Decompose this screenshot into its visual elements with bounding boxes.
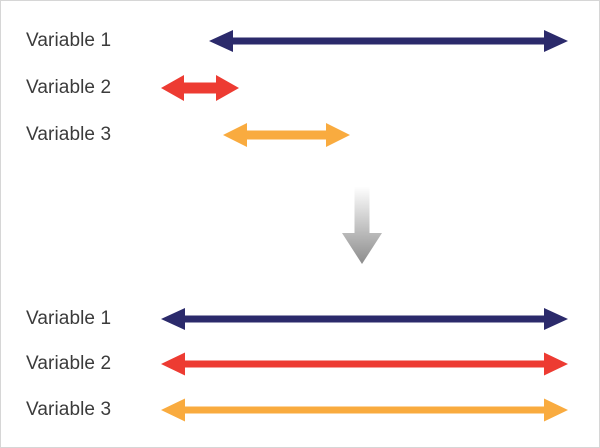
range-arrow-navy <box>161 308 568 330</box>
variable-label: Variable 3 <box>26 399 111 420</box>
variable-label: Variable 1 <box>26 30 111 51</box>
variable-label: Variable 2 <box>26 353 111 374</box>
variable-label: Variable 1 <box>26 308 111 329</box>
range-arrow-orange <box>223 123 350 147</box>
range-arrow-red <box>161 352 568 376</box>
range-arrow-navy <box>209 30 568 52</box>
group-before-transformation: Variable 1 Variable 2 Variable 3 <box>26 30 568 147</box>
range-arrow-red <box>161 75 239 101</box>
range-arrow-orange <box>161 398 568 422</box>
group-after-transformation: Variable 1 Variable 2 Variable 3 <box>26 308 568 422</box>
down-arrow-icon <box>342 187 382 264</box>
variable-label: Variable 3 <box>26 124 111 145</box>
variable-label: Variable 2 <box>26 77 111 98</box>
transition-arrow-group <box>342 187 382 264</box>
